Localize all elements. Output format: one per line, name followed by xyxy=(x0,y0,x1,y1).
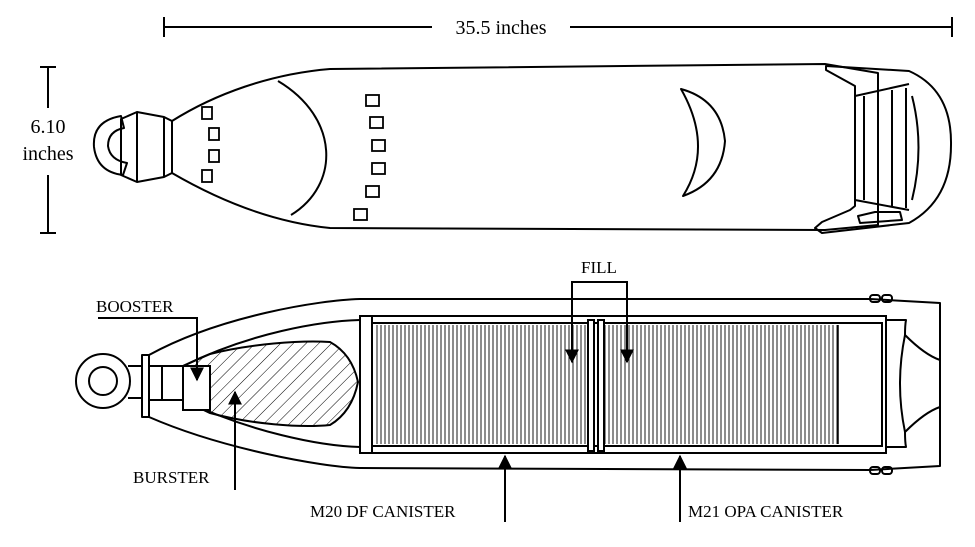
m20-fill xyxy=(374,325,587,444)
burster-charge xyxy=(182,340,360,427)
m21-canister-label: M21 OPA CANISTER xyxy=(688,502,844,521)
projectile-exterior-view xyxy=(92,63,953,234)
nose-ports xyxy=(201,94,386,221)
diameter-value-label: 6.10 xyxy=(31,116,66,138)
length-dimension xyxy=(163,17,953,37)
rotating-band xyxy=(680,88,726,197)
burster-label: BURSTER xyxy=(133,468,210,487)
boattail-base xyxy=(814,65,953,234)
diameter-dimension xyxy=(40,66,56,234)
projectile-body xyxy=(171,63,879,231)
ogive-line xyxy=(277,80,328,216)
canister-divider xyxy=(587,319,605,452)
fill-label: FILL xyxy=(581,258,617,277)
cutaway-lifting-ring xyxy=(75,353,131,409)
length-label: 35.5 inches xyxy=(455,17,546,39)
m20-canister-label: M20 DF CANISTER xyxy=(310,502,456,521)
label-leaders xyxy=(98,281,687,522)
booster-label: BOOSTER xyxy=(96,297,174,316)
diameter-unit-label: inches xyxy=(22,143,73,165)
lifting-ring xyxy=(92,115,128,176)
m21-fill xyxy=(604,325,838,444)
